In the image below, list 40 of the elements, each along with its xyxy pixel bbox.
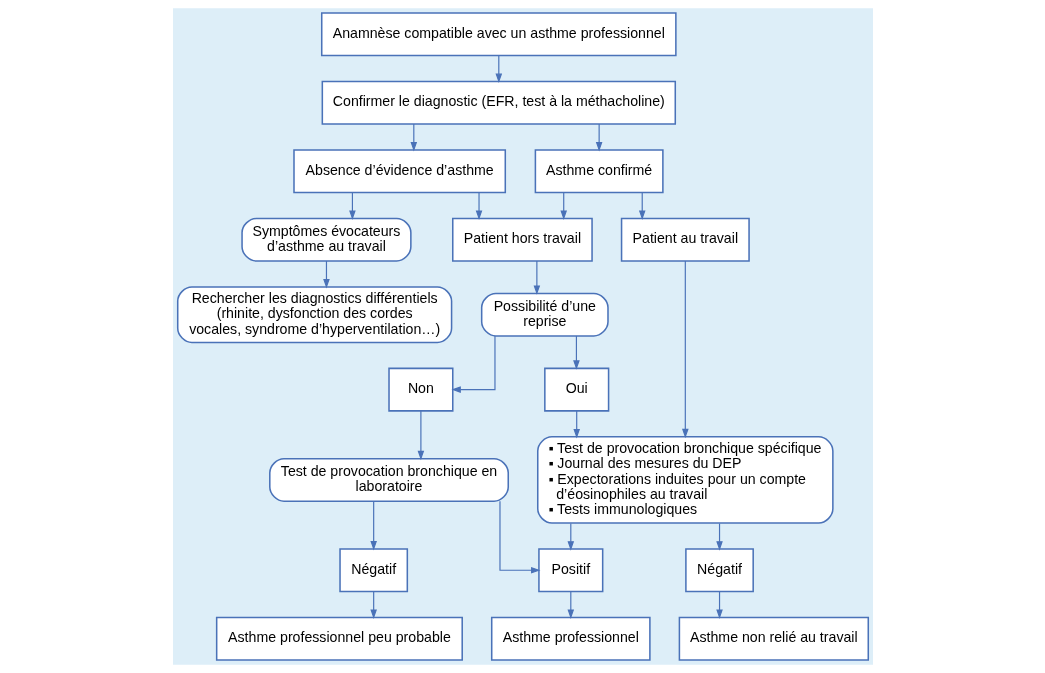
arrow <box>410 123 417 152</box>
node-box: Symptômes évocateurs d’asthme au travail <box>240 217 412 262</box>
node-box: Asthme professionnel <box>490 616 651 661</box>
arrow <box>369 590 377 619</box>
node-box: Positif <box>537 548 603 593</box>
arrow <box>567 590 574 619</box>
arrow <box>559 191 567 220</box>
node-box: Test de provocation bronchique en laboratoire <box>268 457 509 502</box>
node-box: Non <box>387 367 454 412</box>
node-box: Possibilité d’une reprise <box>480 292 609 337</box>
node-box: Patient hors travail <box>451 217 593 262</box>
arrow <box>450 335 496 393</box>
arrow <box>572 410 580 439</box>
arrow <box>681 260 689 439</box>
node-box: Absence d’évidence d’asthme <box>292 149 506 194</box>
arrow <box>495 55 502 84</box>
arrow <box>715 522 723 551</box>
node-box: Anamnèse compatible avec un asthme professionnel <box>320 12 677 57</box>
node-box: Asthme confirmé <box>534 149 664 194</box>
arrow <box>595 123 602 152</box>
arrow <box>498 500 540 574</box>
arrow <box>348 191 356 220</box>
node-box: Oui <box>543 367 609 412</box>
arrow <box>322 260 330 289</box>
arrow <box>638 191 646 220</box>
arrow <box>475 191 482 220</box>
node-box: Négatif <box>338 548 408 593</box>
arrow <box>533 260 540 295</box>
node-box: Asthme non relié au travail <box>678 616 869 661</box>
node-box: Négatif <box>684 548 754 593</box>
node-box: Asthme professionnel peu probable <box>215 616 463 661</box>
node-box: Confirmer le diagnostic (EFR, test à la méthacholine) <box>321 80 676 125</box>
arrow <box>417 410 424 461</box>
arrow <box>567 522 574 551</box>
arrow <box>715 590 723 619</box>
arrow <box>572 335 580 370</box>
node-box: ▪ Test de provocation bronchique spécifique ▪ Journal des mesures du DEP ▪ Expectorations induites pour un compte d’éosinophiles au travail ▪ Tests immunologiques <box>536 436 834 524</box>
node-box: Patient au travail <box>620 217 750 262</box>
arrow <box>369 500 377 551</box>
node-box: Rechercher les diagnostics différentiels (rhinite, dysfonction des cordes vocales, syndrome d’hyperventilation…) <box>176 286 452 344</box>
